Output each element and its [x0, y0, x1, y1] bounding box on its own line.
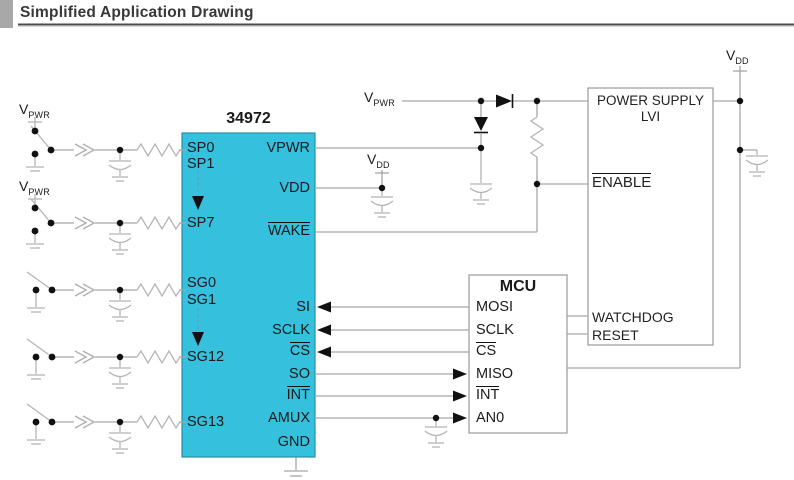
page-title: Simplified Application Drawing [20, 4, 254, 21]
down-arrow-icon [192, 196, 204, 210]
junction-dots [116, 97, 744, 426]
left-arrow-icon [317, 301, 331, 313]
chip-pin-vpwr: VPWR [266, 140, 311, 156]
chip-name: 34972 [226, 110, 271, 127]
diode-icon [474, 117, 488, 134]
mcu-pin-sclk: SCLK [476, 322, 514, 338]
chip-pin-sg1: SG1 [187, 292, 217, 308]
range-arrows [192, 171, 204, 346]
vpwr-label: VPWR [364, 89, 395, 108]
chip-pin-wake: WAKE [267, 222, 310, 239]
chip-pin-sp0: SP0 [187, 140, 215, 156]
chip-pin-sg0: SG0 [187, 275, 217, 291]
row-capacitors [108, 153, 132, 454]
right-arrow-icon [453, 368, 467, 380]
chip-pin-sp1: SP1 [187, 156, 215, 172]
chip-pin-vdd: VDD [279, 180, 310, 196]
switch-blade [26, 338, 53, 358]
chip-pin-sclk: SCLK [272, 322, 310, 338]
vdd-label: VDD [367, 151, 390, 170]
switch-blade [26, 271, 53, 291]
mcu-pin-miso: MISO [476, 366, 514, 382]
chevron-connectors [74, 143, 96, 429]
capacitor-icon [108, 293, 132, 322]
capacitor-icon [108, 425, 132, 454]
left-arrow-icon [317, 346, 331, 358]
capacitor-icon [370, 191, 394, 218]
chevron-icon [74, 283, 96, 297]
vpwr-label: VPWR [19, 101, 50, 120]
resistor-icon [136, 349, 181, 365]
lvi-title: POWER SUPPLY LVI [588, 93, 713, 124]
chip-pin-so: SO [289, 366, 310, 382]
lvi-pin-reset: RESET [592, 327, 639, 343]
diode-icons [474, 94, 514, 134]
chip-pin-cs: CS [289, 342, 310, 359]
switch-blade [30, 198, 52, 224]
chip-pin-sp7: SP7 [187, 215, 215, 231]
resistor-icon [136, 414, 181, 430]
chip-pin-si: SI [296, 299, 310, 315]
right-arrow-icon [453, 412, 467, 424]
mcu-pin-int: INT [476, 386, 500, 403]
resistor-icon [136, 215, 181, 231]
down-arrow-icon [192, 332, 204, 346]
chevron-icon [74, 350, 96, 364]
capacitor-icon [108, 360, 132, 389]
vpwr-label: VPWR [19, 178, 50, 197]
left-arrow-icon [317, 324, 331, 336]
diode-icon [496, 94, 514, 108]
chevron-icon [74, 216, 96, 230]
chip-pin-gnd: GND [277, 434, 310, 450]
right-arrow-icon [453, 390, 467, 402]
mcu-body [468, 274, 568, 434]
lvi-pin-watchdog: WATCHDOG [592, 309, 674, 325]
lvi-title-line1: POWER SUPPLY [596, 93, 705, 108]
switch-icons-sg [26, 271, 56, 445]
header-square [0, 0, 13, 28]
resistor-icon [136, 282, 181, 298]
input-row-wires [51, 149, 186, 423]
right-capacitors [370, 150, 769, 448]
chip-34972-body [181, 132, 316, 458]
mcu-pin-an0: AN0 [476, 410, 505, 426]
signal-arrowheads [317, 301, 467, 424]
vdd-label: VDD [726, 47, 749, 66]
chip-pin-sg13: SG13 [187, 414, 225, 430]
switch-icons-sp [26, 117, 55, 249]
lvi-pin-enable: ENABLE [592, 173, 652, 191]
chevron-icon [74, 143, 96, 157]
capacitor-icon [469, 151, 493, 205]
resistor-icons [136, 142, 181, 430]
lvi-title-line2: LVI [640, 108, 661, 124]
mcu-pin-mosi: MOSI [476, 299, 514, 315]
mcu-pin-cs: CS [476, 342, 497, 359]
chip-pin-amux: AMUX [268, 410, 310, 426]
capacitor-icon [108, 153, 132, 182]
capacitor-icon [108, 226, 132, 255]
mcu-name: MCU [499, 278, 537, 295]
chip-pin-int: INT [286, 386, 310, 403]
switch-blade [26, 403, 53, 423]
power-supply-lvi-body [587, 87, 714, 346]
capacitor-icon [424, 421, 448, 448]
chevron-icon [74, 415, 96, 429]
chip-pin-sg12: SG12 [187, 349, 225, 365]
resistor-icon [136, 142, 181, 158]
capacitor-icon [745, 150, 769, 177]
